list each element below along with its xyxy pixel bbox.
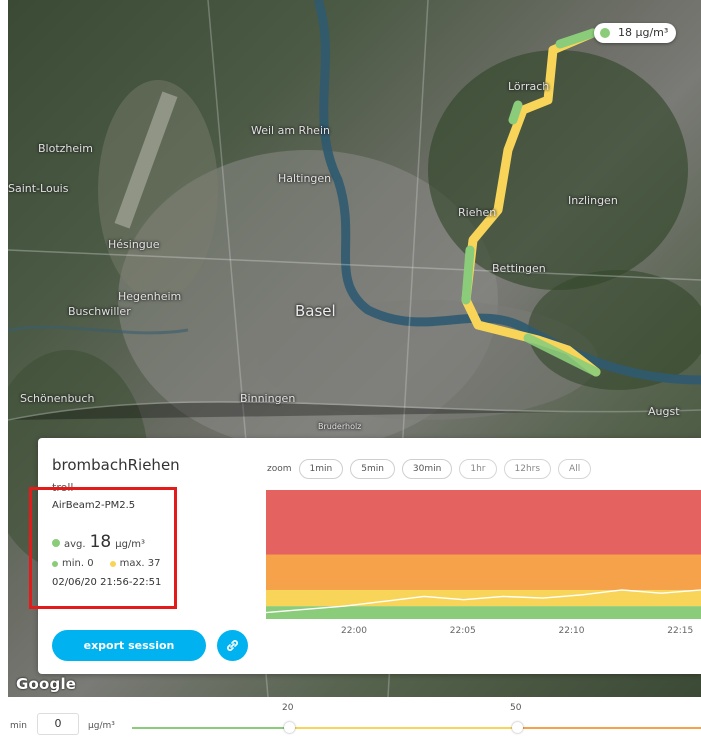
map-label: Saint-Louis	[8, 182, 69, 195]
average-reading: avg. 18 μg/m³	[52, 532, 145, 552]
google-attribution: Google	[16, 675, 77, 693]
max-reading: max. 37	[119, 558, 161, 569]
chart-band-0	[266, 606, 701, 619]
scale-yellow-segment	[289, 727, 517, 729]
session-title: brombachRiehen	[52, 456, 180, 474]
map-label: Bettingen	[492, 262, 546, 275]
chart-x-tick-label: 22:05	[449, 626, 476, 636]
map-label: Lörrach	[508, 80, 550, 93]
zoom-5min-button[interactable]: 5min	[350, 459, 395, 479]
scale-tick-50: 50	[510, 703, 522, 713]
zoom-label: zoom	[267, 464, 292, 474]
export-session-button[interactable]: export session	[52, 630, 206, 661]
zoom-12hrs-button[interactable]: 12hrs	[503, 459, 552, 479]
session-card: brombachRiehen troll AirBeam2-PM2.5 avg.…	[38, 438, 701, 674]
session-date-range: 02/06/20 21:56-22:51	[52, 577, 162, 588]
zoom-all-button[interactable]: All	[558, 459, 592, 479]
chart-svg	[266, 490, 701, 619]
map-label: Schönenbuch	[20, 392, 95, 405]
min-dot-icon	[52, 560, 58, 567]
chart-x-tick-label: 22:00	[341, 626, 367, 636]
scale-tick-20: 20	[282, 703, 294, 713]
min-label: min	[10, 721, 27, 731]
chart-x-tick-label: 22:10	[558, 626, 585, 636]
zoom-30min-button[interactable]: 30min	[401, 459, 453, 479]
chart-band-3	[266, 490, 701, 555]
map-value-marker[interactable]: 18 μg/m³	[594, 23, 677, 43]
map-label: Hésingue	[108, 238, 160, 251]
min-threshold-input[interactable]: 0	[37, 713, 79, 735]
avg-label: avg.	[64, 539, 86, 550]
map-label: Buschwiller	[68, 305, 131, 318]
link-icon	[227, 640, 238, 651]
sensor-name: AirBeam2-PM2.5	[52, 500, 136, 511]
map-label: Bruderholz	[318, 422, 362, 431]
map-label: Weil am Rhein	[251, 124, 330, 137]
map-label: Inzlingen	[568, 194, 618, 207]
map-label: Blotzheim	[38, 142, 93, 155]
marker-dot-icon	[599, 27, 611, 39]
chart-x-tick-label: 22:15	[667, 626, 694, 636]
scale-orange-segment	[517, 727, 701, 729]
avg-unit: μg/m³	[115, 539, 146, 550]
max-dot-icon	[109, 560, 116, 567]
chart-band-2	[266, 554, 701, 590]
chart-series-line	[266, 589, 701, 614]
map-label: Hegenheim	[118, 290, 182, 303]
marker-value: 18 μg/m³	[618, 26, 669, 39]
threshold-handle-50[interactable]	[512, 722, 523, 733]
min-reading: min. 0	[62, 558, 94, 569]
zoom-controls: zoom 1min 5min 30min 1hr 12hrs All	[267, 459, 592, 479]
map-label: Haltingen	[278, 172, 332, 185]
avg-dot-icon	[52, 539, 60, 547]
zoom-1min-button[interactable]: 1min	[298, 459, 344, 479]
scale-green-segment	[132, 727, 289, 729]
zoom-1hr-button[interactable]: 1hr	[459, 459, 497, 479]
share-link-button[interactable]	[217, 630, 248, 661]
scale-unit: μg/m³	[88, 721, 115, 731]
map-label: Augst	[648, 405, 680, 418]
map-label: Binningen	[240, 392, 296, 405]
measurement-chart[interactable]	[266, 490, 701, 619]
threshold-handle-20[interactable]	[284, 722, 295, 733]
min-max-readings: min. 0 max. 37	[52, 558, 160, 569]
highlight-box	[29, 487, 177, 609]
avg-value: 18	[89, 532, 112, 552]
threshold-scale: min 0 μg/m³ 20 50	[0, 697, 701, 741]
map-label: Riehen	[458, 206, 497, 219]
map-label: Basel	[295, 302, 336, 320]
chart-x-axis: 22:00 22:05 22:10 22:15	[266, 626, 701, 640]
